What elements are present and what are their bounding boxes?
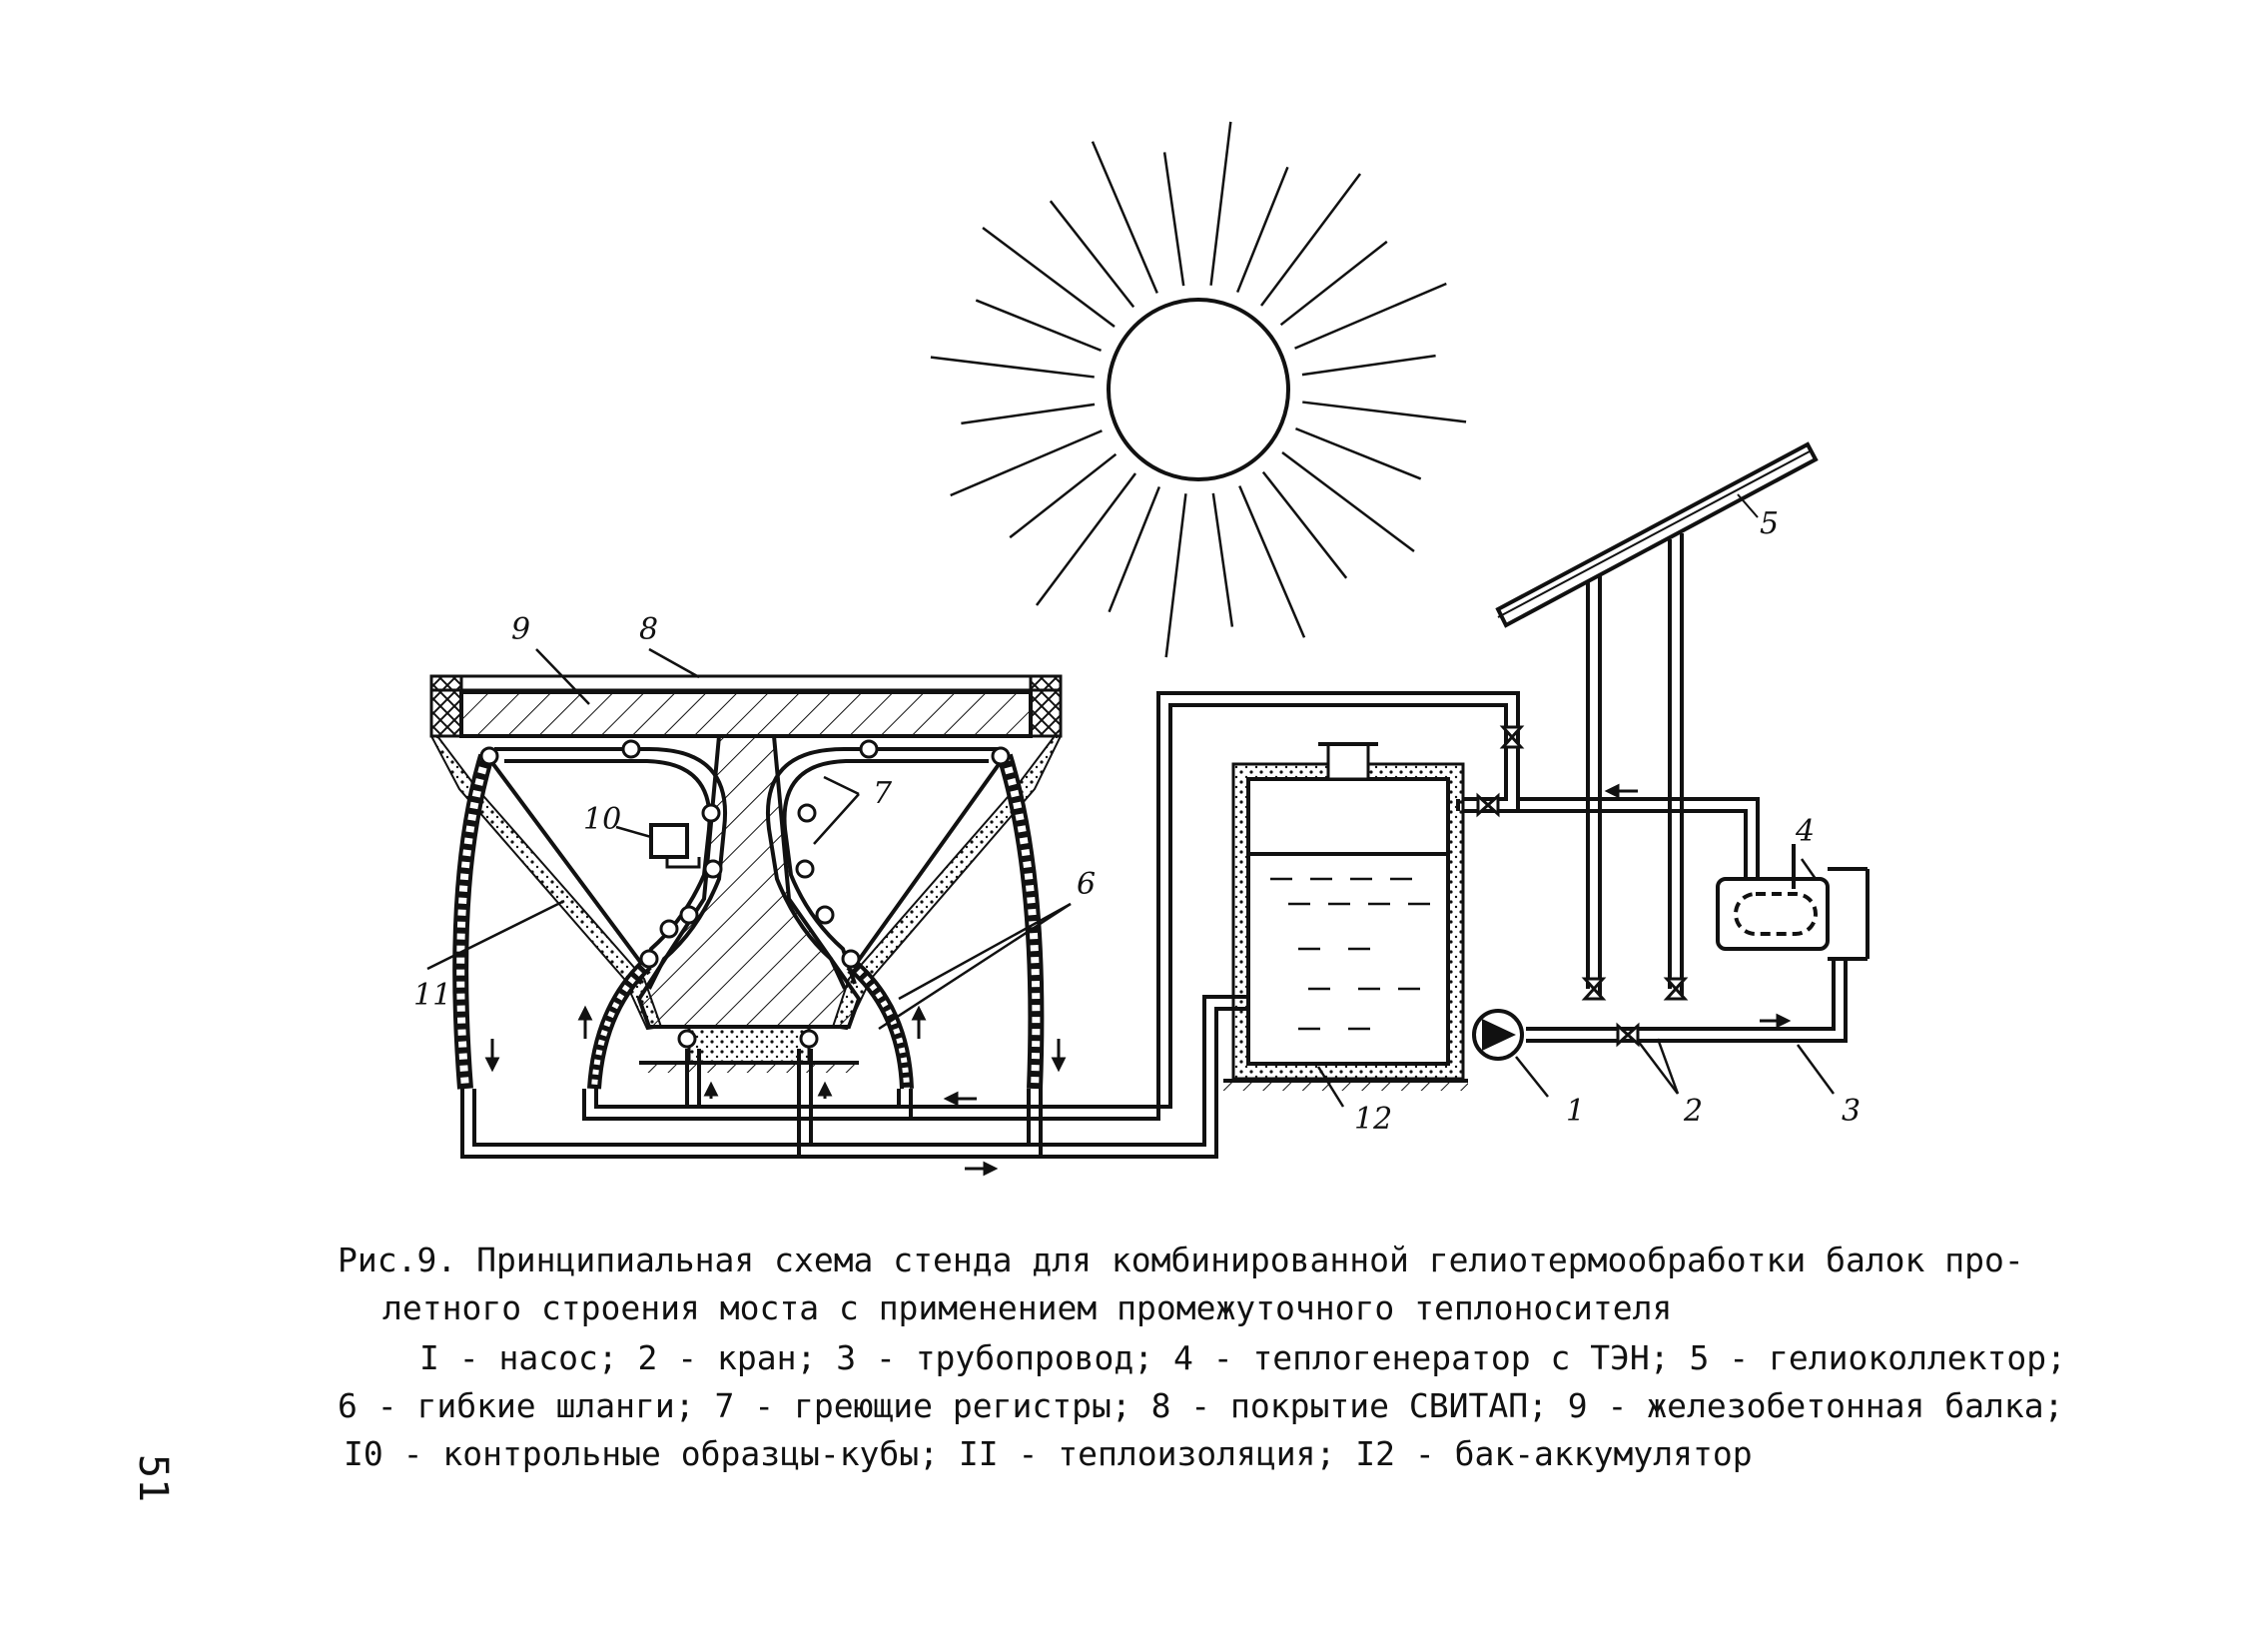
part-labels: 1 2 3 4 5 6 7 8 9 10 11 12 <box>413 506 1861 1137</box>
sun-ray <box>930 356 1095 379</box>
solar-collector <box>1495 441 1819 999</box>
label-cubes: 10 <box>583 802 621 837</box>
register-pipe <box>799 1029 819 1049</box>
label-pipeline: 3 <box>1842 1094 1861 1129</box>
sun-ray <box>1302 401 1467 423</box>
legend-line-2: 6 - гибкие шланги; 7 - греющие регистры;… <box>338 1386 2064 1425</box>
register-pipe <box>479 746 499 766</box>
leader-lines <box>426 647 1836 1108</box>
label-coating: 8 <box>639 612 658 647</box>
sun-ray <box>1301 354 1436 377</box>
pump <box>1472 1009 1524 1061</box>
sun-ray <box>961 403 1096 425</box>
register-pipe <box>797 803 817 823</box>
sun-ray <box>1294 426 1422 480</box>
valve-symbol <box>1499 725 1525 749</box>
register-pipe <box>991 746 1011 766</box>
control-cube <box>649 823 689 859</box>
valves <box>1476 725 1689 1048</box>
valve-symbol <box>1476 792 1500 818</box>
page-number: 51 <box>130 1454 176 1503</box>
label-insulation: 11 <box>413 978 451 1013</box>
label-valves: 2 <box>1683 1094 1703 1129</box>
register-pipe <box>639 949 659 969</box>
register-pipe <box>859 739 879 759</box>
pipeline-network <box>460 691 1869 1159</box>
sun-ray <box>1260 173 1362 307</box>
sun-ray <box>1279 240 1388 327</box>
flow-arrows <box>484 783 1792 1177</box>
sun-ray <box>1164 493 1187 658</box>
valve-symbol <box>1616 1022 1640 1048</box>
sun-ray <box>1162 152 1185 287</box>
accumulator-tank <box>1223 742 1468 1091</box>
sun-ray <box>1238 485 1306 638</box>
register-pipe <box>815 905 835 925</box>
sun-ray <box>1211 492 1234 627</box>
label-hoses: 6 <box>1077 867 1096 902</box>
sun-ray <box>982 226 1116 328</box>
sun-ray <box>1049 200 1135 309</box>
sun-ray <box>1235 166 1289 294</box>
register-pipe <box>621 739 641 759</box>
register-pipe <box>677 1029 697 1049</box>
sun-ray <box>1261 470 1348 579</box>
register-pipe <box>701 803 721 823</box>
sun-ray <box>1108 485 1161 613</box>
valve-symbol <box>1581 977 1607 1001</box>
sun-ray <box>1281 451 1415 553</box>
register-pipe <box>841 949 861 969</box>
legend-line-1: I - насос; 2 - кран; 3 - трубопровод; 4 … <box>419 1338 2067 1377</box>
sun-ray <box>1294 282 1447 350</box>
register-pipe <box>679 905 699 925</box>
sun-ray <box>1091 141 1158 294</box>
label-tank: 12 <box>1354 1102 1392 1137</box>
register-pipe <box>795 859 815 879</box>
sun-rays <box>930 121 1467 658</box>
label-solar-collector: 5 <box>1760 506 1779 541</box>
sun-ray <box>975 299 1103 353</box>
label-registers: 7 <box>873 776 893 811</box>
sun-ray <box>1009 452 1118 539</box>
caption-line-2: летного строения моста с применением про… <box>382 1288 1673 1327</box>
register-pipes <box>479 739 1011 1049</box>
legend-line-3: I0 - контрольные образцы-кубы; II - тепл… <box>344 1434 1753 1473</box>
register-pipe <box>659 919 679 939</box>
label-heat-generator: 4 <box>1795 814 1815 849</box>
label-beam: 9 <box>511 612 530 647</box>
caption-line-1: Рис.9. Принципиальная схема стенда для к… <box>338 1240 2024 1279</box>
sun-ray <box>1209 121 1232 286</box>
sun <box>930 121 1467 658</box>
register-pipe <box>703 859 723 879</box>
sun-disc <box>1107 298 1290 481</box>
sun-ray <box>1035 472 1136 606</box>
sun-ray <box>950 429 1103 497</box>
label-pump: 1 <box>1566 1094 1585 1129</box>
valve-symbol <box>1663 977 1689 1001</box>
beam-assembly <box>429 674 1063 1090</box>
